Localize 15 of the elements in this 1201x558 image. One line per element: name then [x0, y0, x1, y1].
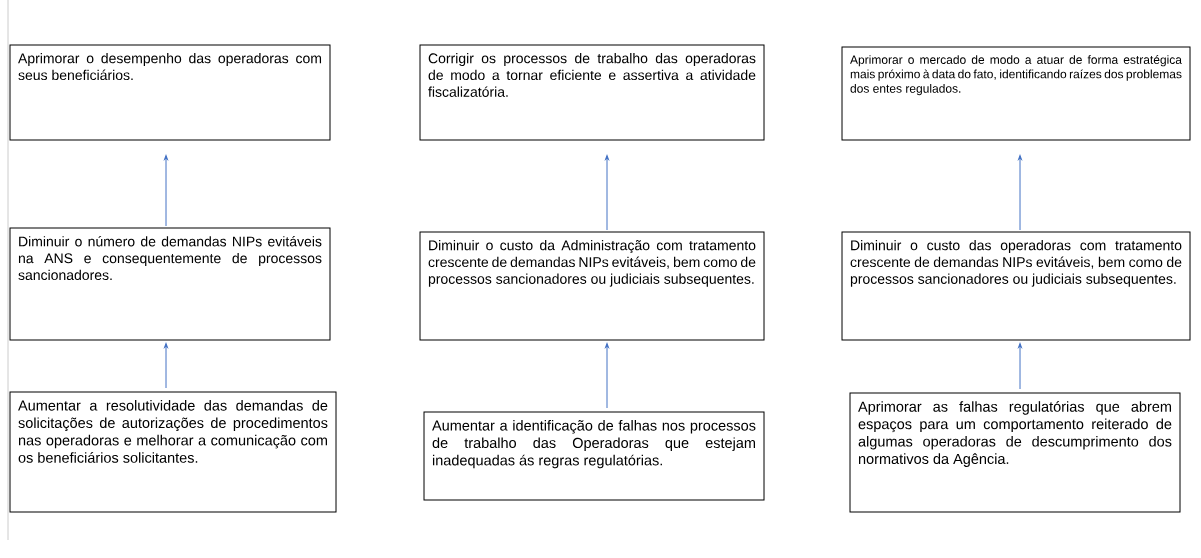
text-box: Aprimorar o desempenho das operadoras com seus beneficiários.: [9, 44, 331, 141]
arrow: [605, 155, 609, 231]
text-box: Diminuir o custo da Administração com tratamento crescente de demandas NIPs evitáveis, bem como de processos sancionadores ou judiciais subsequentes.: [419, 231, 765, 341]
arrow: [605, 343, 609, 409]
arrow: [1018, 343, 1022, 390]
arrow: [164, 155, 168, 227]
text-box: Corrigir os processos de trabalho das operadoras de modo a tornar eficiente e assertiva a atividade fiscalizatória.: [419, 44, 765, 141]
text-box: Diminuir o custo das operadoras com tratamento crescente de demandas NIPs evitáveis, bem como de processos sancionadores ou judiciais subsequentes.: [841, 231, 1191, 341]
text-box: Aprimorar as falhas regulatórias que abrem espaços para um comportamento reiterado de algumas operadoras de descumprimento dos normativos da Agência.: [849, 392, 1181, 513]
text-box: Aprimorar o mercado de modo a atuar de forma estratégica mais próximo à data do fato, identificando raízes dos problemas dos entes regulados.: [841, 46, 1191, 141]
arrow: [164, 343, 168, 389]
text-box: Aumentar a resolutividade das demandas de solicitações de autorizações de procedimentos nas operadoras e melhorar a comunicação com os beneficiários solicitantes.: [9, 391, 337, 513]
text-box: Aumentar a identificação de falhas nos processos de trabalho das Operadoras que estejam inadequadas ás regras regulatórias.: [423, 411, 765, 501]
arrow: [1018, 155, 1022, 231]
text-box: Diminuir o número de demandas NIPs evitáveis na ANS e consequentemente de processos sancionadores.: [9, 227, 331, 341]
